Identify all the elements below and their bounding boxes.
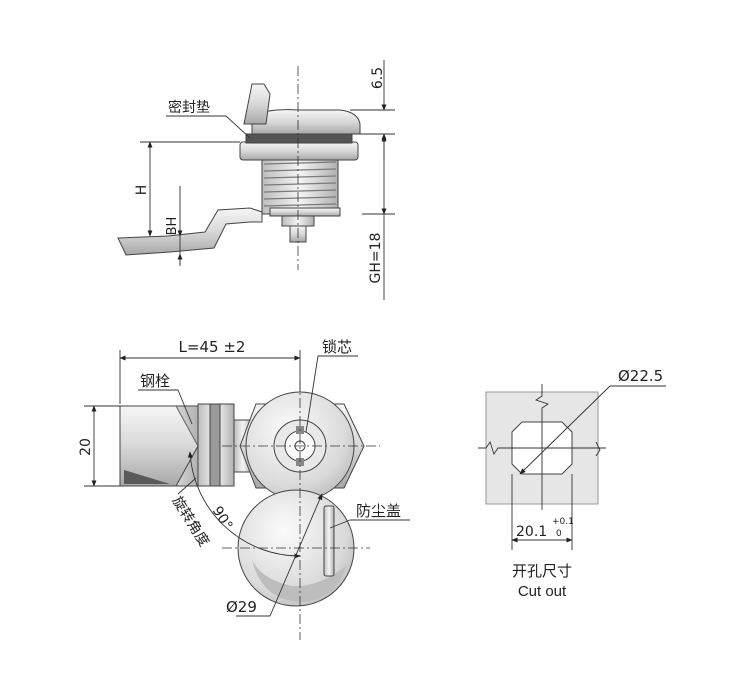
- gasket-callout: 密封垫: [166, 99, 251, 139]
- head-flange: [251, 109, 361, 135]
- dim-bh-label: BH: [165, 217, 180, 236]
- cutout-diameter-label: Ø22.5: [618, 367, 663, 385]
- dust-cover-lid: [243, 83, 271, 125]
- angle-label: 90°: [209, 504, 236, 534]
- bolt-callout: 钢栓: [138, 372, 193, 425]
- cutout-title-cn: 开孔尺寸: [512, 562, 572, 580]
- dim-bh: BH: [165, 186, 183, 266]
- dim-h: H: [134, 141, 240, 237]
- cutout-tol-lower: 0: [556, 529, 562, 539]
- length-label: L=45 ±2: [179, 338, 246, 356]
- cutout-width-label: 20.1: [516, 524, 547, 540]
- bolt-label: 钢栓: [140, 372, 170, 390]
- dust-cover-callout: 防尘盖: [329, 502, 410, 529]
- steel-bolt: [119, 403, 253, 487]
- dim-20: 20: [78, 405, 120, 487]
- dim-width: 20.1 +0.1 0: [511, 474, 574, 550]
- lock-nut: [239, 141, 359, 161]
- dim-diameter-22-5: Ø22.5: [519, 367, 666, 475]
- dust-cover-label: 防尘盖: [356, 502, 401, 520]
- gasket-label: 密封垫: [168, 99, 210, 116]
- dim-gh: GH=18: [362, 135, 395, 300]
- diameter-29-label: Ø29: [226, 598, 257, 616]
- dim-top-label: 6.5: [370, 67, 386, 89]
- dim-length: L=45 ±2: [119, 338, 301, 404]
- dim-h-label: H: [134, 185, 150, 196]
- cylinder-callout: 锁芯: [305, 338, 358, 433]
- break-line-v: [534, 384, 550, 510]
- break-line-h: [478, 440, 606, 456]
- cutout-view: Ø22.5 20.1 +0.1 0 开孔尺寸 Cut out: [478, 367, 666, 600]
- break-mark-right: [595, 441, 601, 457]
- gasket: [245, 133, 353, 144]
- front-view: L=45 ±2 20 锁芯 钢栓 旋转角度 90°: [78, 338, 410, 640]
- cam-tongue: [117, 207, 263, 256]
- dim-diameter-29: Ø29: [226, 493, 323, 617]
- cylinder-label: 锁芯: [322, 338, 352, 356]
- cutout-tol-upper: +0.1: [552, 517, 574, 527]
- cutout-title-en: Cut out: [518, 583, 567, 600]
- dim-gh-label: GH=18: [368, 233, 384, 284]
- cam-washer: [269, 207, 341, 217]
- height-20-label: 20: [78, 438, 94, 456]
- thread-lines: [263, 161, 337, 207]
- side-view: 6.5 GH=18 H BH 密封垫: [117, 60, 395, 300]
